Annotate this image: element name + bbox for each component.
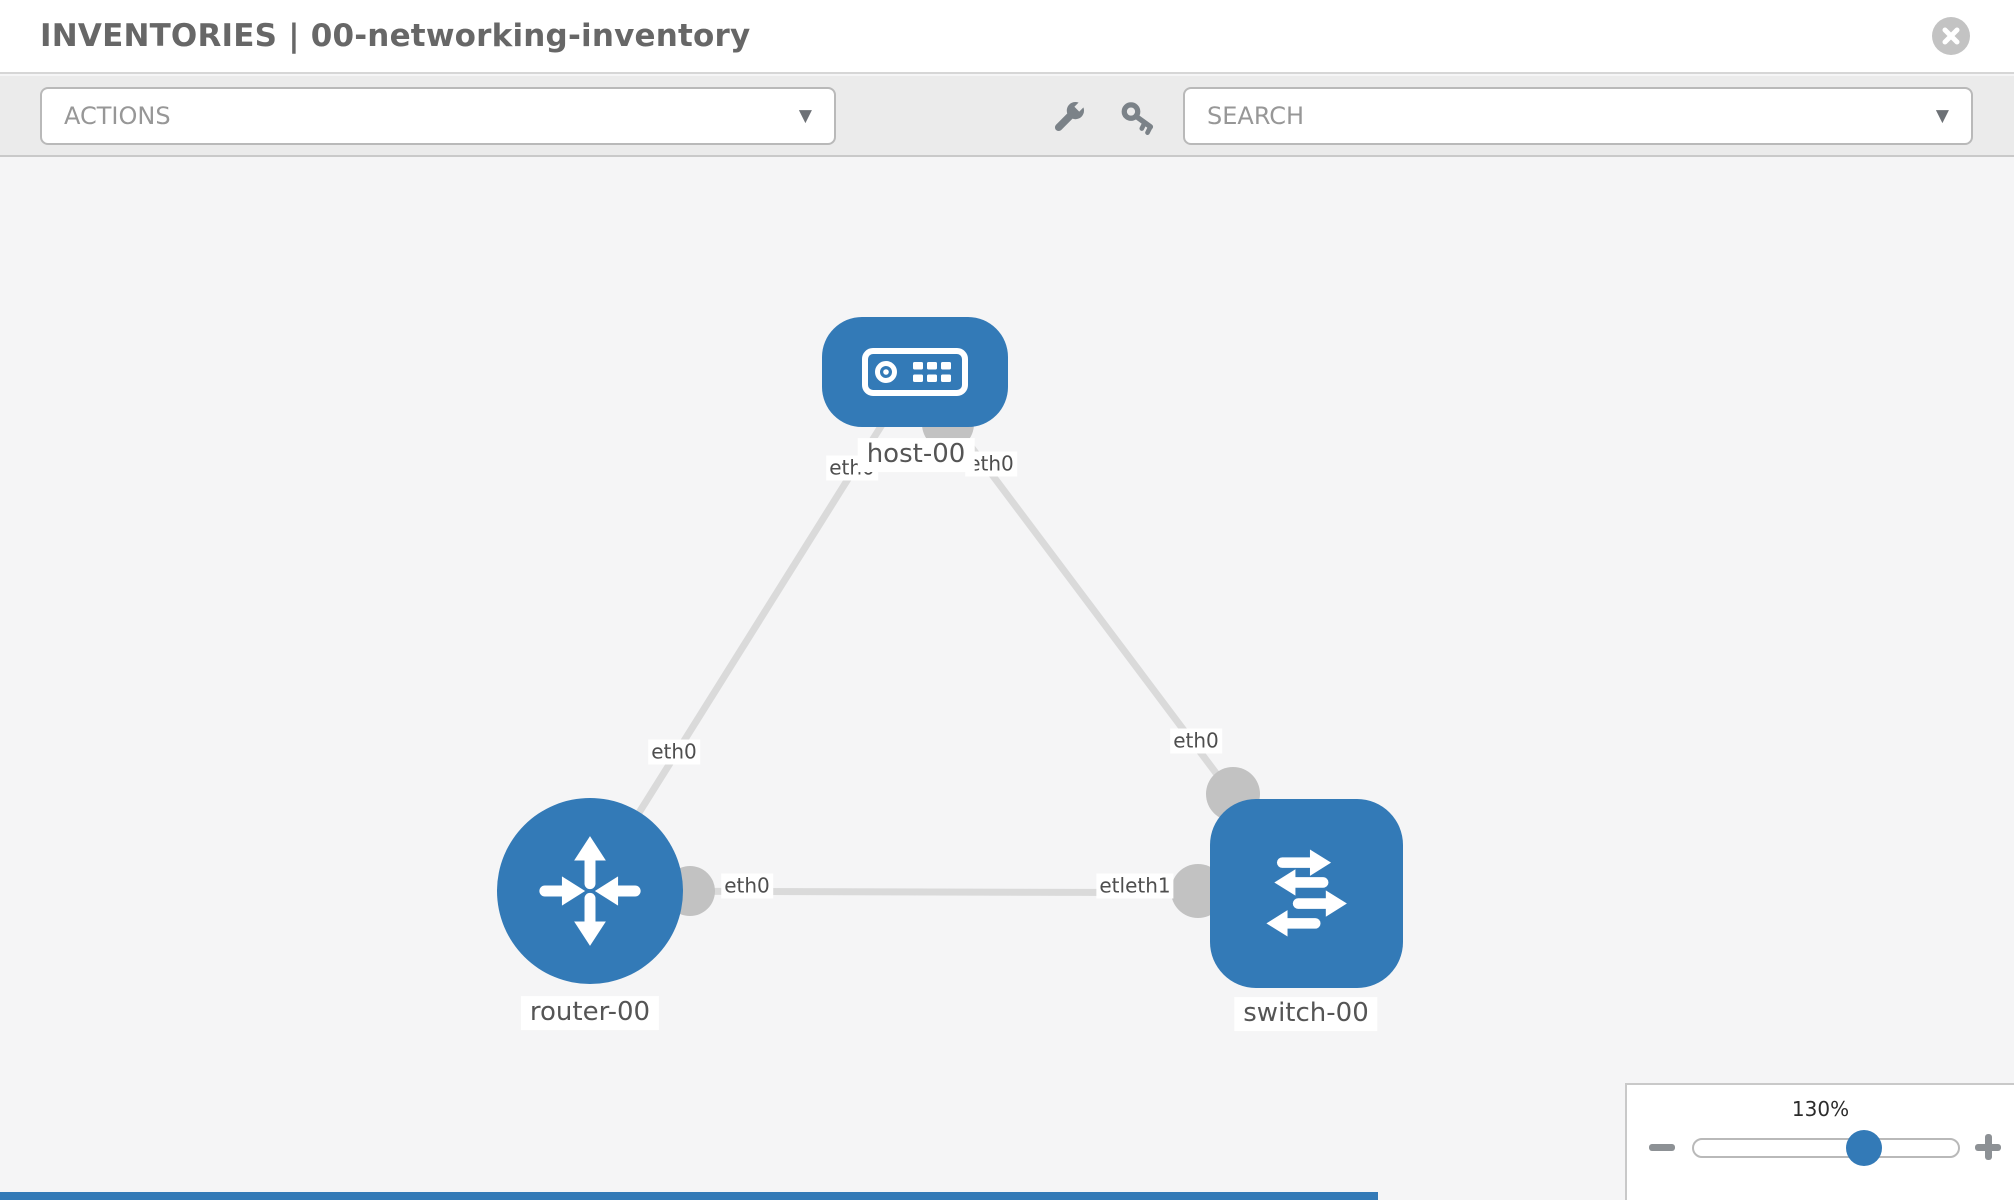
toolbar: ACTIONS ▼ ▼ (0, 76, 2014, 157)
node-router-00[interactable] (497, 798, 683, 984)
router-icon (539, 836, 641, 946)
close-button[interactable] (1932, 17, 1970, 55)
search-input[interactable] (1207, 102, 1936, 130)
zoom-level: 130% (1791, 1097, 1850, 1121)
port-label: eth0 (721, 873, 773, 899)
topology-links-layer (587, 369, 1309, 918)
actions-dropdown[interactable]: ACTIONS ▼ (40, 87, 836, 145)
node-host-00[interactable] (822, 317, 1008, 427)
host-icon (862, 348, 968, 396)
minus-icon (1649, 1143, 1675, 1151)
port-label: eth0 (1170, 728, 1222, 754)
zoom-out-button[interactable] (1645, 1130, 1679, 1164)
zoom-slider-track[interactable] (1692, 1130, 1960, 1166)
node-label-router-00: router-00 (520, 996, 660, 1030)
chevron-down-icon: ▼ (798, 106, 812, 126)
page-title: INVENTORIES | 00-networking-inventory (40, 18, 751, 54)
port-label: eth0 (648, 739, 700, 765)
plus-icon (1975, 1134, 2001, 1160)
zoom-in-button[interactable] (1971, 1130, 2005, 1164)
configure-button[interactable] (1042, 92, 1094, 144)
zoom-panel: 130% (1625, 1083, 2014, 1200)
dialog-header: INVENTORIES | 00-networking-inventory (0, 0, 2014, 74)
node-switch-00[interactable] (1209, 798, 1403, 988)
zoom-slider-handle[interactable] (1846, 1130, 1883, 1166)
switch-icon (1266, 849, 1347, 937)
chevron-down-icon: ▼ (1935, 106, 1949, 126)
key-icon (1121, 102, 1154, 135)
search-box[interactable]: ▼ (1183, 87, 1973, 145)
credentials-button[interactable] (1112, 92, 1164, 144)
bottom-accent-bar (0, 1192, 1378, 1200)
close-icon (1942, 27, 1960, 45)
wrench-icon (1054, 100, 1086, 132)
node-label-switch-00: switch-00 (1234, 997, 1378, 1031)
actions-dropdown-label: ACTIONS (64, 102, 171, 130)
node-label-host-00: host-00 (857, 438, 975, 472)
port-label: etleth1 (1096, 873, 1174, 899)
